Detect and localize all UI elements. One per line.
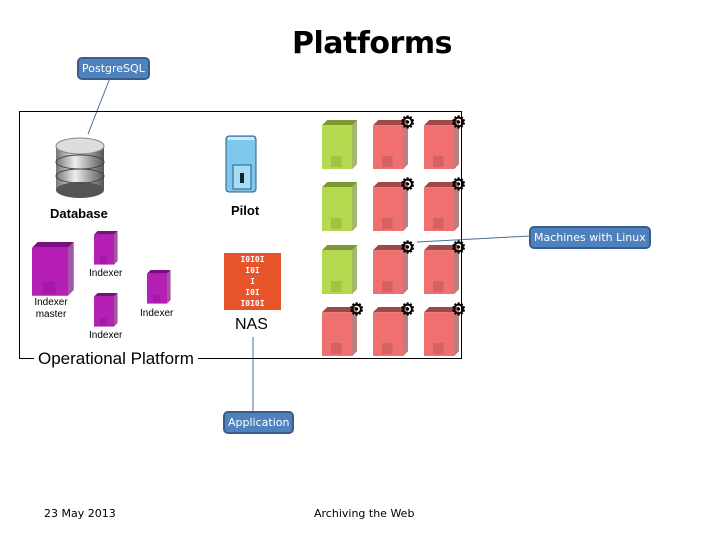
linux-machine-green <box>322 182 358 236</box>
postgresql-callout: PostgreSQL <box>77 57 150 80</box>
indexer-master-server <box>32 242 74 301</box>
linux-machine-red <box>373 307 409 361</box>
gear-icon: ⚙ <box>451 113 467 132</box>
gear-icon: ⚙ <box>400 238 416 257</box>
indexer-label: Indexer <box>140 308 174 319</box>
nas-glyph-line: I0I <box>245 266 260 275</box>
linux-machine-green <box>322 245 358 299</box>
indexer-label: Indexer <box>89 268 123 279</box>
application-callout: Application <box>223 411 295 434</box>
gear-icon: ⚙ <box>451 300 467 319</box>
indexer-server <box>94 231 118 270</box>
nas-glyph-line: I0I0I <box>240 299 265 308</box>
linux-machine-red <box>373 182 409 236</box>
linux-machine-red <box>424 182 460 236</box>
operational-platform-legend: Operational Platform <box>34 349 198 369</box>
database-icon <box>55 137 105 198</box>
linux-machine-red <box>322 307 358 361</box>
machines-with-linux-callout: Machines with Linux <box>529 226 651 249</box>
operational-platform-frame <box>19 111 462 359</box>
slide-title: Platforms <box>292 26 452 61</box>
indexer-master-label: Indexer master <box>34 297 68 320</box>
indexer-server <box>94 293 118 332</box>
nas-glyph-line: I0I0I <box>240 255 265 264</box>
linux-machine-red <box>424 245 460 299</box>
gear-icon: ⚙ <box>349 300 365 319</box>
nas-icon: I0I0I I0I I I0I I0I0I <box>224 253 281 310</box>
indexer-label: Indexer <box>89 330 123 341</box>
footer-title: Archiving the Web <box>314 507 415 520</box>
indexer-server <box>147 270 171 309</box>
nas-label: NAS <box>235 316 268 333</box>
linux-machine-red <box>373 120 409 174</box>
nas-glyph-line: I <box>250 277 255 286</box>
gear-icon: ⚙ <box>400 175 416 194</box>
pilot-server-icon <box>225 135 257 193</box>
gear-icon: ⚙ <box>451 175 467 194</box>
linux-machine-red <box>373 245 409 299</box>
gear-icon: ⚙ <box>400 113 416 132</box>
gear-icon: ⚙ <box>451 238 467 257</box>
linux-machine-red <box>424 120 460 174</box>
nas-glyph-line: I0I <box>245 288 260 297</box>
gear-icon: ⚙ <box>400 300 416 319</box>
linux-machine-red <box>424 307 460 361</box>
footer-date: 23 May 2013 <box>44 507 116 520</box>
linux-machine-green <box>322 120 358 174</box>
pilot-label: Pilot <box>231 203 260 218</box>
database-label: Database <box>50 206 108 221</box>
